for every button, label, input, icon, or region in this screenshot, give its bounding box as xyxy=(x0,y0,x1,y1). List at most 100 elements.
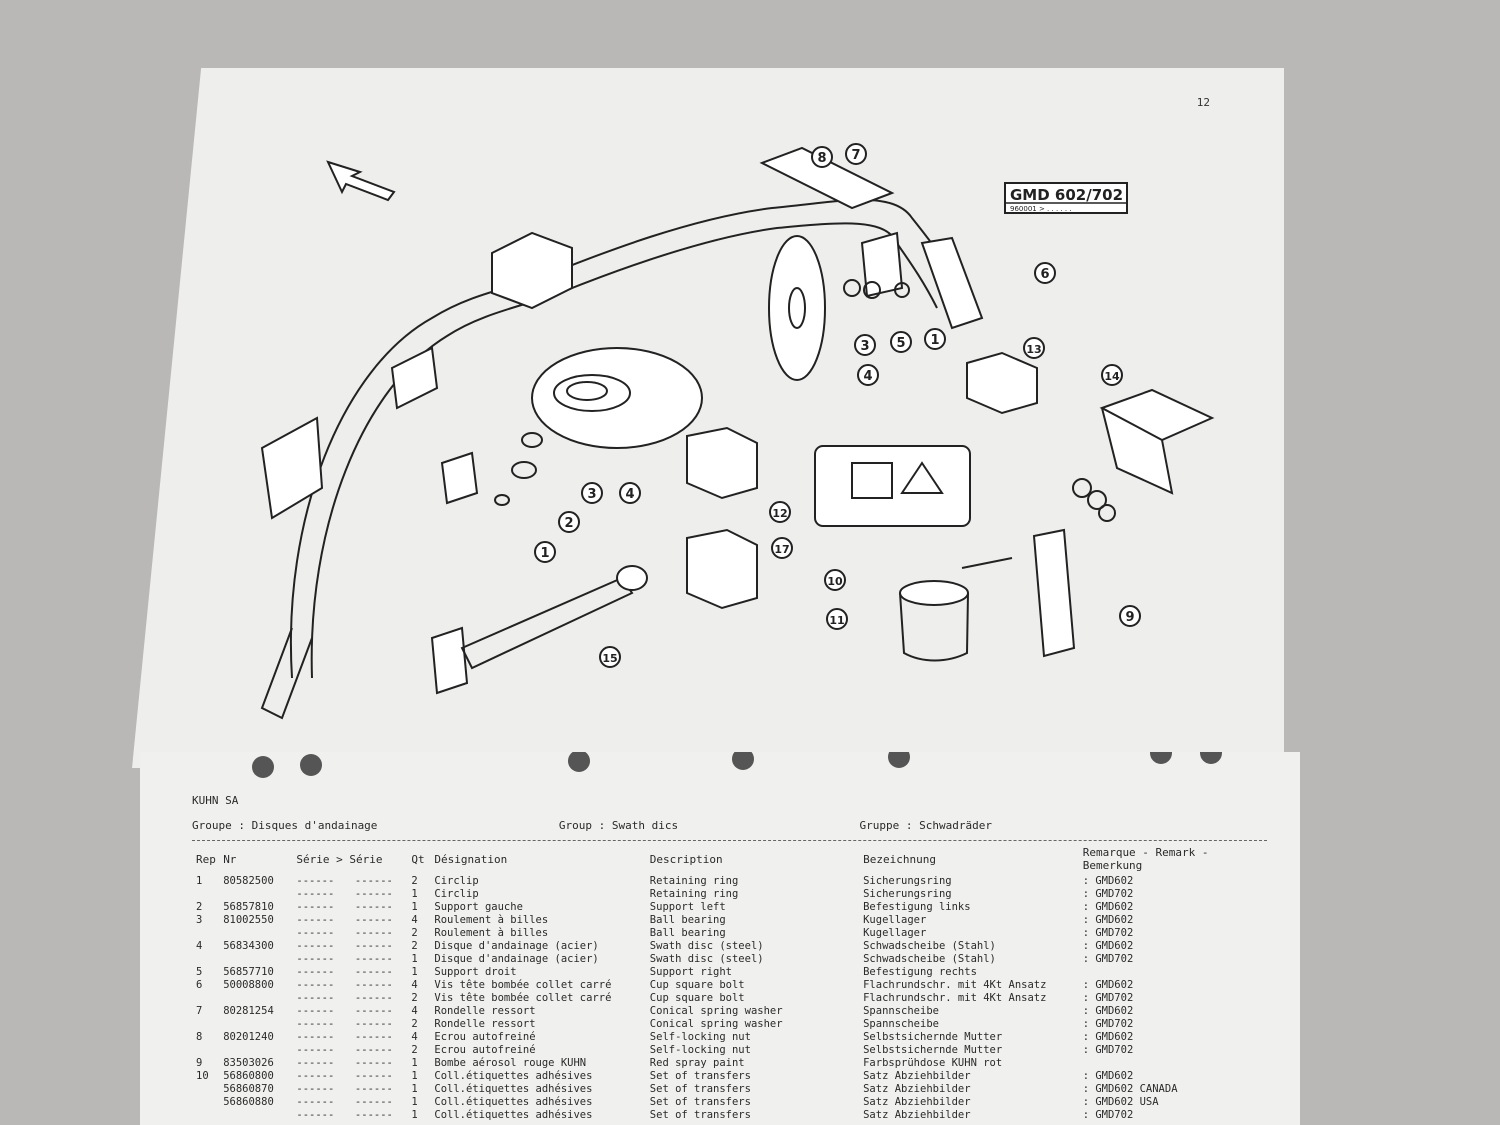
company-name: KUHN SA xyxy=(192,794,239,807)
cell-fr: Circlip xyxy=(434,875,479,887)
callout-12: 12 xyxy=(769,501,791,523)
cell-s2: ------ xyxy=(354,1070,393,1082)
parts-table: Rep Nr Série > Série Qt Désignation Desc… xyxy=(192,843,1267,1122)
cell-en: Conical spring washer xyxy=(649,1018,783,1030)
cell-fr: Circlip xyxy=(434,888,479,900)
cell-rep xyxy=(192,1109,219,1122)
cell-rep: 5 xyxy=(196,966,203,978)
cell-qt: 4 xyxy=(411,1031,418,1043)
svg-text:1: 1 xyxy=(540,546,549,561)
cell-en: Set of transfers xyxy=(649,1070,751,1082)
callout-6: 6 xyxy=(1034,262,1056,284)
cell-qt: 1 xyxy=(411,953,418,965)
callout-14: 14 xyxy=(1101,364,1123,386)
cell-nr: 56860870 xyxy=(223,1083,274,1095)
callout-1: 1 xyxy=(924,328,946,350)
cell-fr: Roulement à billes xyxy=(434,914,549,926)
cell-s1: ------ xyxy=(296,953,335,965)
divider xyxy=(192,840,1267,841)
cell-nr: 83503026 xyxy=(223,1057,274,1069)
svg-text:13: 13 xyxy=(1026,343,1041,356)
cell-s1: ------ xyxy=(296,927,335,939)
cell-nr: 56834300 xyxy=(223,940,274,952)
cell-rep: 10 xyxy=(196,1070,209,1082)
cell-s2: ------ xyxy=(354,953,393,965)
cell-s2: ------ xyxy=(354,966,393,978)
punch-hole xyxy=(888,752,910,768)
grease-box-12 xyxy=(686,426,758,500)
cell-en: Retaining ring xyxy=(649,875,739,887)
callout-15: 15 xyxy=(599,646,621,668)
cell-rem: : GMD702 xyxy=(1082,927,1134,939)
callout-4: 4 xyxy=(857,364,879,386)
callout-2: 2 xyxy=(558,511,580,533)
cell-fr: Rondelle ressort xyxy=(434,1018,536,1030)
cell-rep xyxy=(192,992,219,1005)
cell-qt: 1 xyxy=(411,901,418,913)
svg-text:4: 4 xyxy=(625,487,634,502)
svg-text:17: 17 xyxy=(774,543,789,556)
cell-de: Flachrundschr. mit 4Kt Ansatz xyxy=(863,979,1047,991)
cell-de: Kugellager xyxy=(863,914,927,926)
cell-rep: 8 xyxy=(196,1031,203,1043)
cell-rem xyxy=(1079,966,1267,979)
cell-de: Selbstsichernde Mutter xyxy=(863,1044,1003,1056)
cell-rep xyxy=(192,953,219,966)
cell-en: Cup square bolt xyxy=(649,979,745,991)
cell-de: Spannscheibe xyxy=(863,1018,939,1030)
col-qt: Qt xyxy=(411,852,425,866)
cell-nr xyxy=(219,888,292,901)
cell-s2: ------ xyxy=(354,1109,393,1121)
svg-text:2: 2 xyxy=(564,516,573,531)
cell-qt: 1 xyxy=(411,1083,418,1095)
cell-de: Flachrundschr. mit 4Kt Ansatz xyxy=(863,992,1047,1004)
svg-text:5: 5 xyxy=(896,336,905,351)
grease-box-13 xyxy=(966,351,1038,415)
col-description: Description xyxy=(649,852,723,866)
group-en: Group : Swath dics xyxy=(558,819,679,832)
cell-s1: ------ xyxy=(296,901,335,913)
cell-de: Spannscheibe xyxy=(863,1005,939,1017)
group-headings: Groupe : Disques d'andainage Group : Swa… xyxy=(192,819,992,832)
callout-11: 11 xyxy=(826,608,848,630)
cell-s1: ------ xyxy=(296,1057,335,1069)
cell-rep: 1 xyxy=(196,875,203,887)
cell-s1: ------ xyxy=(296,1031,335,1043)
callout-10: 10 xyxy=(824,569,846,591)
svg-text:7: 7 xyxy=(851,148,860,163)
cell-rep xyxy=(192,888,219,901)
cell-rem: : GMD702 xyxy=(1082,992,1134,1004)
cell-en: Red spray paint xyxy=(649,1057,745,1069)
svg-text:10: 10 xyxy=(827,575,843,588)
cell-nr: 56860800 xyxy=(223,1070,274,1082)
cell-nr: 80281254 xyxy=(223,1005,274,1017)
table-header: Rep Nr Série > Série Qt Désignation Desc… xyxy=(192,843,1267,875)
svg-text:9: 9 xyxy=(1125,610,1134,625)
cell-rem: : GMD602 xyxy=(1082,901,1134,913)
group-fr: Groupe : Disques d'andainage xyxy=(192,819,378,832)
cell-s1: ------ xyxy=(296,979,335,991)
cell-en: Swath disc (steel) xyxy=(649,940,764,952)
cell-nr xyxy=(219,1044,292,1057)
cell-rem: : GMD702 xyxy=(1082,1044,1134,1056)
cell-nr: 81002550 xyxy=(223,914,274,926)
cell-fr: Disque d'andainage (acier) xyxy=(434,953,599,965)
cell-s2: ------ xyxy=(354,1018,393,1030)
punch-hole xyxy=(1200,752,1222,764)
col-remarque: Remarque - Remark - Bemerkung xyxy=(1082,846,1209,872)
cell-rep: 9 xyxy=(196,1057,203,1069)
cell-s1: ------ xyxy=(296,875,335,887)
callout-8: 8 xyxy=(811,146,833,168)
cell-s2: ------ xyxy=(354,1005,393,1017)
cell-s1: ------ xyxy=(296,1018,335,1030)
cell-nr: 56857710 xyxy=(223,966,274,978)
callout-7: 7 xyxy=(845,143,867,165)
cell-qt: 2 xyxy=(411,927,418,939)
cell-rem: : GMD602 xyxy=(1082,1070,1134,1082)
